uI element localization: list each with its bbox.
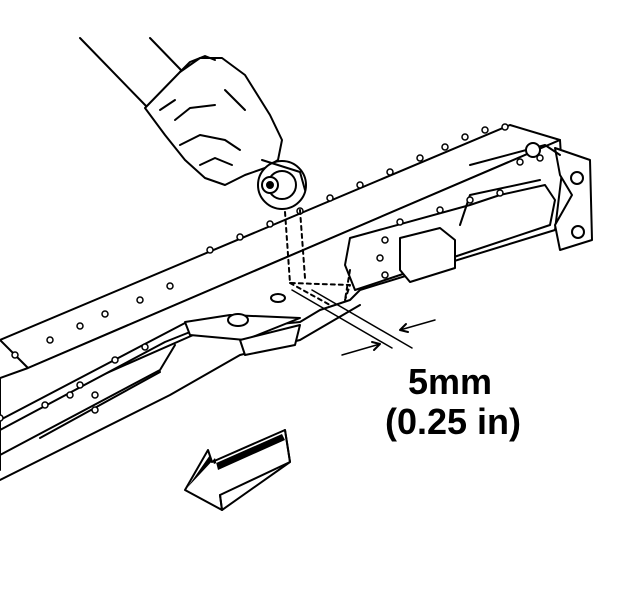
measurement-metric-label: 5mm [408,361,493,402]
frame-rail [0,124,593,481]
dimension-lines [291,289,436,356]
plate-tab [399,227,456,283]
hidden-cut-lines [284,209,351,306]
saw-cut [184,314,301,341]
measurement-imperial-label: (0.25 in) [385,401,522,442]
gloved-hand-with-cutoff-tool [79,37,307,210]
rail-lower-flange-edge [0,344,176,456]
direction-arrow-icon [184,429,291,511]
access-holes [227,142,585,327]
rear-bracket [554,147,593,251]
rail-bottom-edge [0,304,361,481]
glove [144,57,283,186]
lower-cut-piece [239,324,301,356]
rivet-holes [0,123,544,422]
